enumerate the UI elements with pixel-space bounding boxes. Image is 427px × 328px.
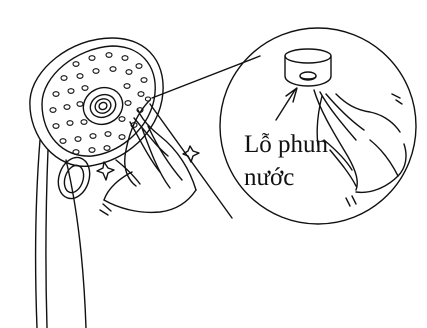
- spray-outlet-closeup: [285, 49, 331, 86]
- spray-hole-label-continued: nước: [244, 163, 294, 193]
- spray-hole-label: Lỗ phun: [244, 130, 328, 160]
- callout-arrow: [276, 88, 297, 120]
- handle-grip: [53, 153, 95, 202]
- shower-handle: [36, 140, 86, 328]
